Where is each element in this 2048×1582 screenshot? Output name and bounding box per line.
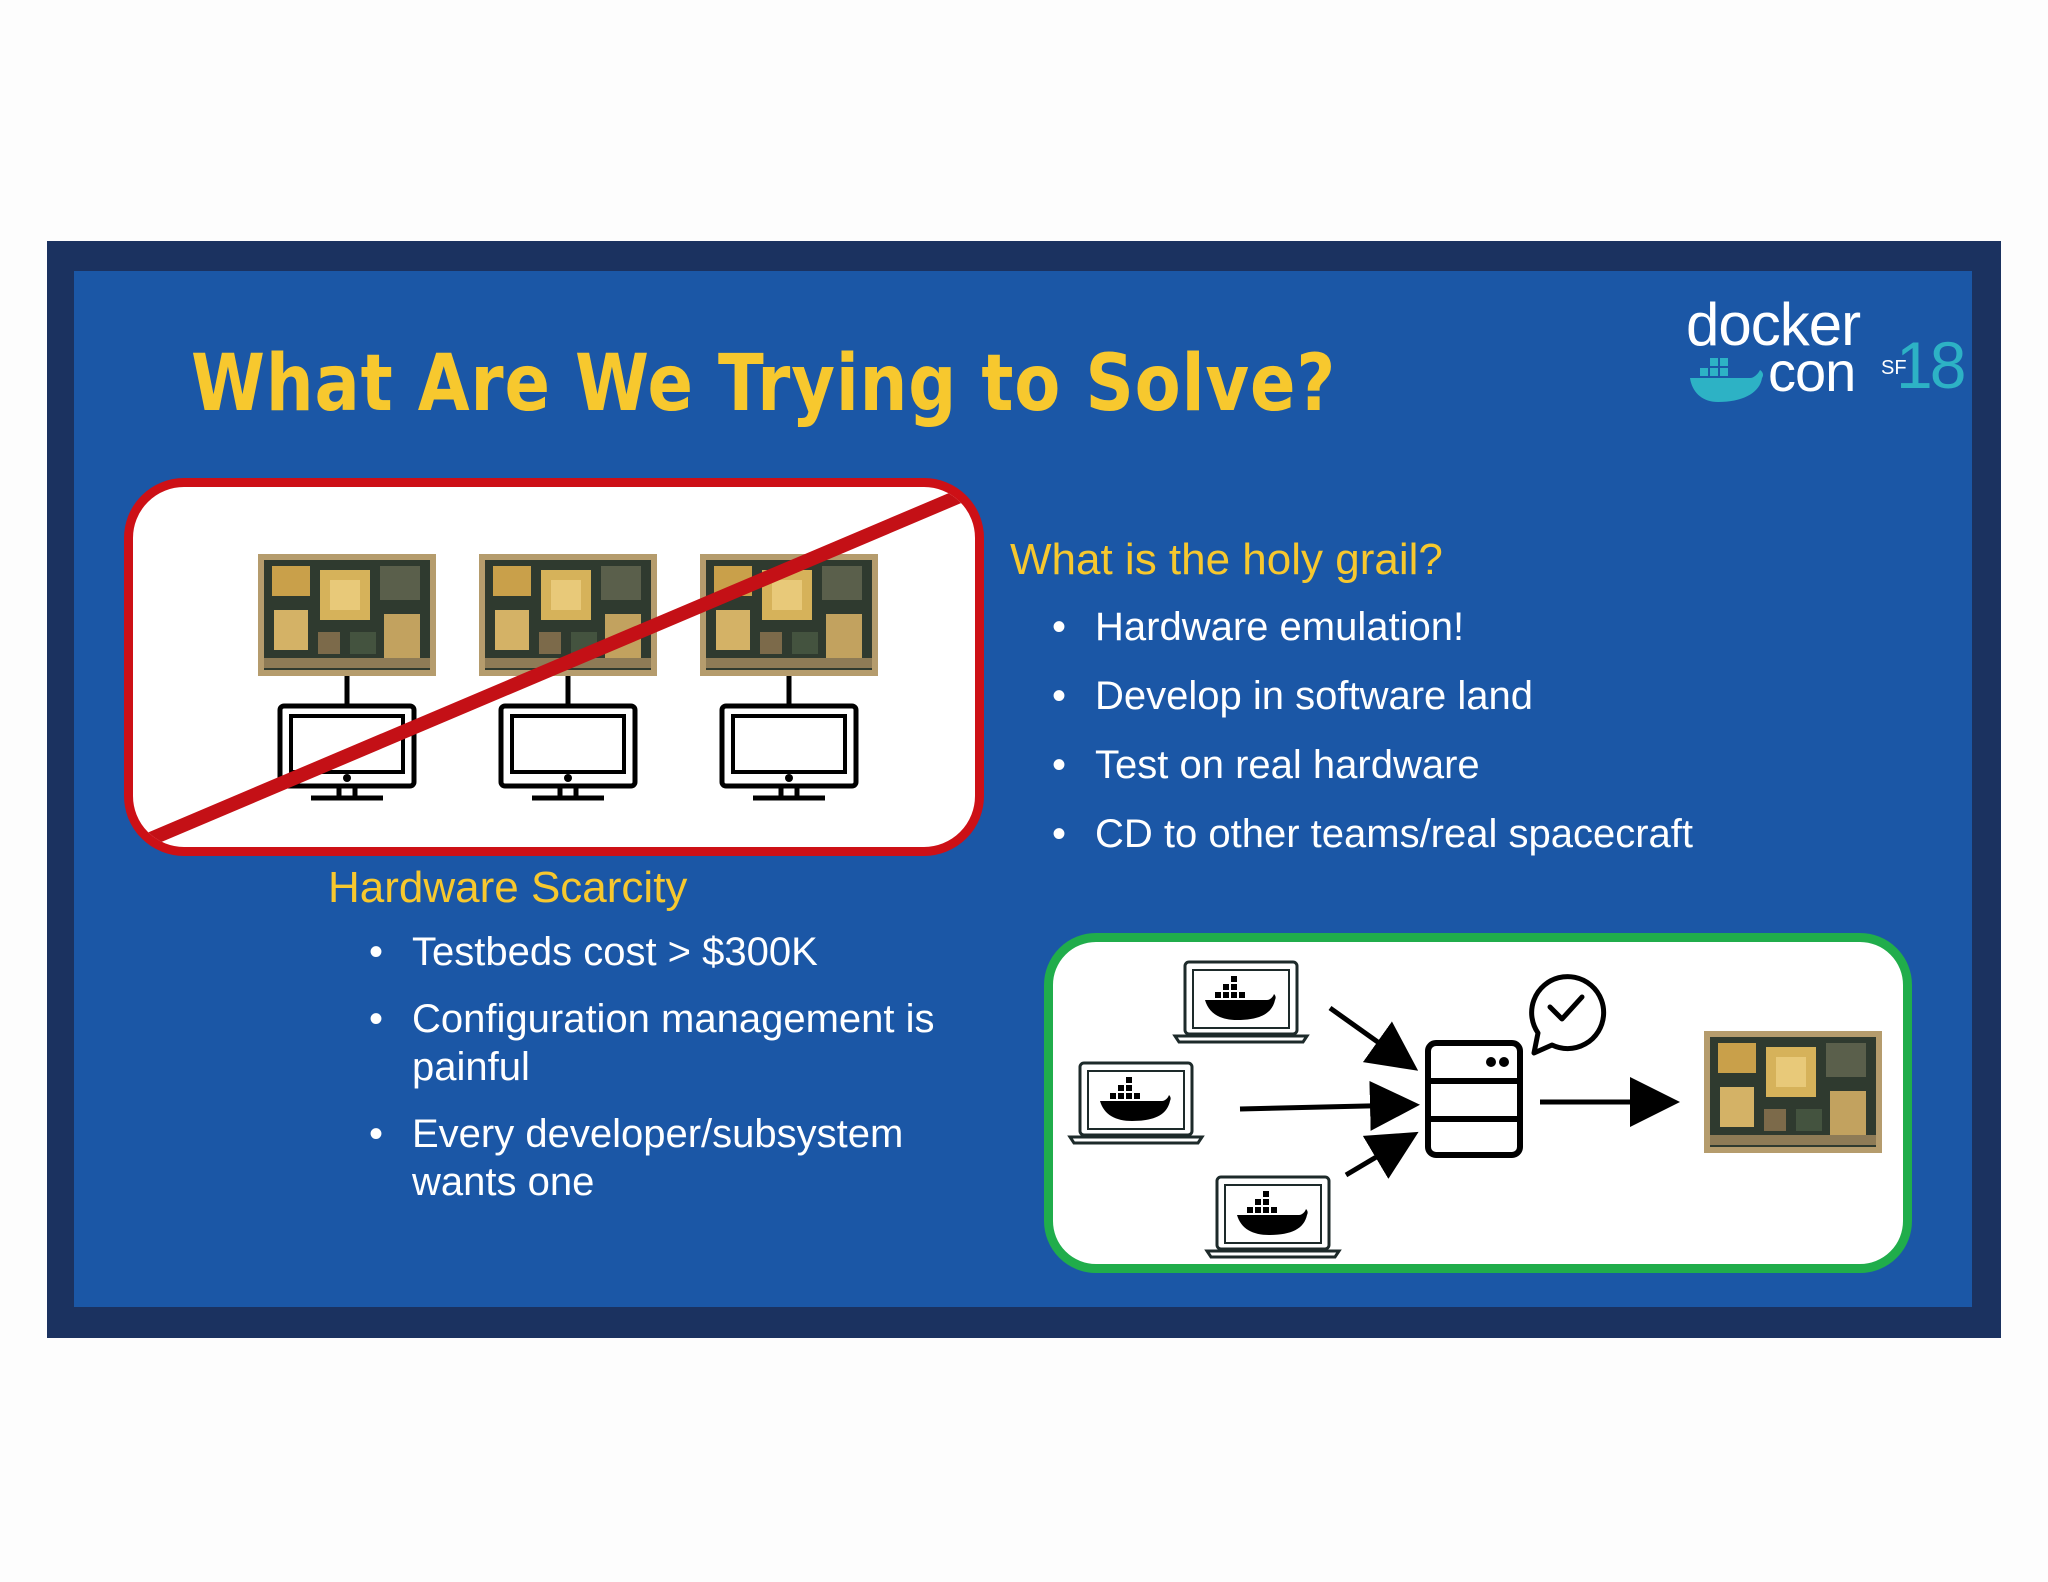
circuit-board-icon — [258, 554, 436, 676]
hardware-scarcity-heading: Hardware Scarcity — [328, 863, 688, 912]
bullet-icon: • — [1052, 743, 1067, 787]
list-item: • Test on real hardware — [1052, 741, 1995, 789]
list-item-text: Configuration management is painful — [412, 997, 935, 1089]
list-item: • Develop in software land — [1052, 672, 1995, 720]
list-item-text: Test on real hardware — [1095, 743, 1480, 787]
hardware-illustration — [133, 487, 975, 847]
prohibited-slash-icon — [133, 487, 975, 847]
slide-title: What Are We Trying to Solve? — [191, 339, 1337, 429]
bullet-icon: • — [1052, 674, 1067, 718]
checkmark-bubble-icon — [1529, 974, 1607, 1056]
laptop-docker-icon — [1173, 960, 1309, 1044]
monitor-icon — [501, 676, 635, 798]
laptop-docker-icon — [1068, 1061, 1204, 1145]
logo-word-con: con — [1768, 340, 1856, 403]
arrow-icon — [1328, 1005, 1419, 1071]
arrow-icon — [1239, 1080, 1420, 1131]
list-item-text: Testbeds cost > $300K — [412, 930, 818, 974]
list-item: • CD to other teams/real spacecraft — [1052, 810, 1995, 858]
logo-city: SF — [1881, 357, 1907, 379]
bullet-icon: • — [1052, 812, 1067, 856]
arrow-icon — [1344, 1131, 1419, 1179]
ci-pipeline-panel — [1044, 933, 1912, 1273]
holy-grail-list: • Hardware emulation! • Develop in softwar… — [1052, 603, 1995, 879]
logo-word-docker: docker — [1686, 291, 1861, 358]
bullet-icon: • — [369, 1112, 384, 1156]
bullet-icon: • — [369, 997, 384, 1041]
holy-grail-heading: What is the holy grail? — [1010, 535, 1443, 584]
server-icon — [1425, 1040, 1523, 1158]
bullet-icon: • — [1052, 605, 1067, 649]
bullet-icon: • — [369, 930, 384, 974]
list-item-text: Hardware emulation! — [1095, 605, 1465, 649]
list-item: • Configuration management is painful — [369, 995, 972, 1091]
list-item: • Hardware emulation! — [1052, 603, 1995, 651]
list-item-text: CD to other teams/real spacecraft — [1095, 812, 1694, 856]
list-item: • Testbeds cost > $300K — [369, 928, 972, 976]
hardware-scarcity-panel — [124, 478, 984, 856]
hardware-scarcity-list: • Testbeds cost > $300K • Configuration ma… — [369, 928, 972, 1225]
list-item-text: Develop in software land — [1095, 674, 1534, 718]
docker-whale-logo-icon — [1690, 358, 1764, 402]
monitor-icon — [722, 676, 856, 798]
list-item: • Every developer/subsystem wants one — [369, 1110, 972, 1206]
ci-pipeline-diagram — [1068, 960, 1882, 1259]
list-item-text: Every developer/subsystem wants one — [412, 1112, 904, 1204]
logo-year: 18 — [1896, 328, 1966, 402]
circuit-board-icon — [1704, 1031, 1882, 1153]
laptop-docker-icon — [1205, 1175, 1341, 1259]
